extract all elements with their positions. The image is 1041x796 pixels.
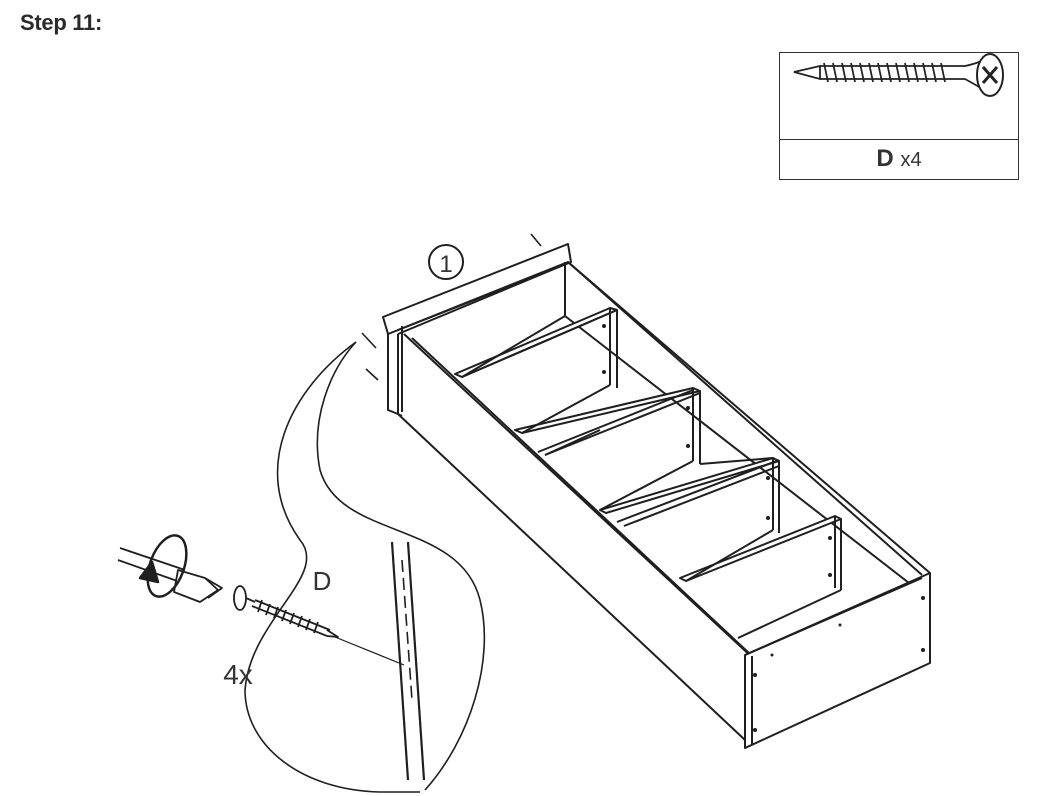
part-letter: D [876, 145, 894, 172]
screw-label: D [313, 566, 332, 596]
shelf-body [397, 261, 931, 749]
shelf-dividers [454, 307, 842, 639]
screw-icon [233, 585, 339, 638]
parts-box: D x4 [779, 52, 1019, 180]
step-title: Step 11: [20, 10, 102, 35]
part-quantity: x4 [900, 149, 922, 171]
parts-box-divider [780, 139, 1018, 140]
panel-number: 1 [439, 251, 452, 278]
part-label: D x4 [780, 145, 1018, 173]
screw-markers [361, 233, 542, 381]
count-label: 4x [223, 659, 253, 690]
top-panel [382, 243, 572, 417]
screw-part-icon [793, 53, 1004, 97]
magnifier-callout [244, 341, 486, 793]
panel-number-circle [428, 244, 464, 280]
rotate-arrow-icon [138, 534, 188, 598]
screwdriver-icon [117, 547, 223, 603]
